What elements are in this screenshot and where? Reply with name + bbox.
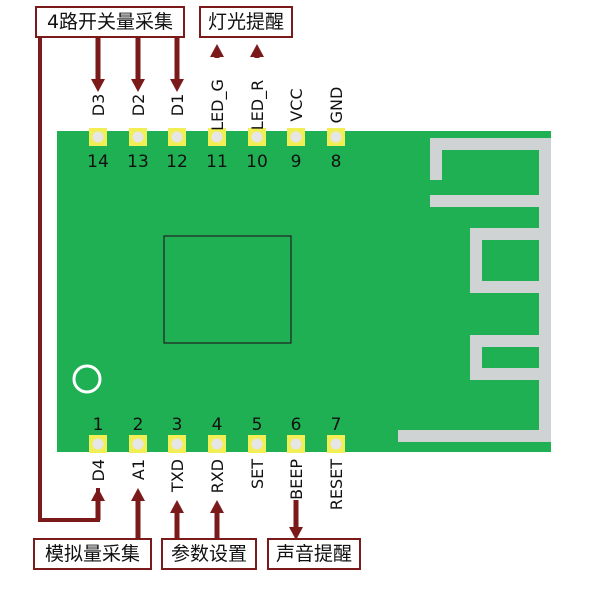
pin-14-number: 14: [87, 152, 109, 172]
pin-3-number: 3: [172, 415, 183, 435]
pin-14-name: D3: [89, 94, 108, 117]
pin-1-pad-hole: [92, 438, 104, 450]
pin-14-pad-hole: [92, 131, 104, 143]
pin-7-pad-hole: [330, 438, 342, 450]
pin-11-name: LED_G: [208, 79, 228, 131]
arrow-a1-head: [131, 488, 145, 501]
pin-4-name: RXD: [208, 459, 227, 493]
pin-2-pad-hole: [132, 438, 144, 450]
pin-2-number: 2: [133, 415, 144, 435]
signal-arrows: [91, 34, 303, 540]
pin-13-number: 13: [127, 152, 149, 172]
pin-5-pad-hole: [251, 438, 263, 450]
pin-11-number: 11: [206, 152, 228, 172]
pin-11-pad-hole: [211, 131, 223, 143]
arrow-rxd-head: [210, 500, 224, 513]
arrow-d3-head: [91, 79, 105, 92]
pin-8-name: GND: [327, 87, 346, 124]
pin-10-number: 10: [246, 152, 268, 172]
pin-12-pad-hole: [171, 131, 183, 143]
pin-8-pad-hole: [330, 131, 342, 143]
pin-6-name: BEEP: [287, 459, 306, 500]
pin-4-pad-hole: [211, 438, 223, 450]
arrow-d4-head: [91, 488, 105, 501]
arrow-d1-head: [170, 79, 184, 92]
pin-9-number: 9: [291, 152, 302, 172]
pin-13-pad-hole: [132, 131, 144, 143]
pin-7-number: 7: [331, 415, 342, 435]
pcb-board: [57, 131, 551, 452]
pin-5-number: 5: [252, 415, 263, 435]
analog-label: 模拟量采集: [33, 538, 152, 570]
pin-1-name: D4: [89, 459, 108, 482]
led-alert-label: 灯光提醒: [199, 6, 293, 38]
pin-1-number: 1: [93, 415, 104, 435]
arrow-beep-head: [289, 527, 303, 540]
param-setting-label: 参数设置: [161, 538, 257, 570]
arrow-txd-head: [170, 500, 184, 513]
pcb-antenna-trace: [398, 138, 551, 442]
pin-8-number: 8: [331, 152, 342, 172]
sound-alert-label: 声音提醒: [267, 538, 361, 570]
pin-13-name: D2: [129, 94, 148, 117]
top-pin-row: 14 D3 13 D2 12 D1 11 LED_G 10 LED_R 9 VCC 8 GND: [87, 79, 346, 172]
pin-10-pad-hole: [251, 131, 263, 143]
pin1-marker-circle: [72, 364, 102, 394]
pin-6-pad-hole: [290, 438, 302, 450]
pin-5-name: SET: [248, 459, 267, 489]
chip-outline: [163, 235, 292, 344]
digital-switch-label: 4路开关量采集: [35, 6, 185, 38]
pin-2-name: A1: [129, 459, 148, 480]
pin-3-pad-hole: [171, 438, 183, 450]
pin-12-number: 12: [166, 152, 188, 172]
pin-7-name: RESET: [327, 459, 346, 510]
pin-10-name: LED_R: [248, 80, 268, 130]
pin-9-name: VCC: [287, 88, 306, 121]
pin-4-number: 4: [212, 415, 223, 435]
pin-12-name: D1: [168, 94, 187, 117]
arrow-d2-head: [131, 79, 145, 92]
arrow-led-g-head: [210, 44, 224, 57]
pin-6-number: 6: [291, 415, 302, 435]
pin-9-pad-hole: [290, 131, 302, 143]
pin-3-name: TXD: [168, 459, 187, 493]
arrow-led-r-head: [250, 44, 264, 57]
